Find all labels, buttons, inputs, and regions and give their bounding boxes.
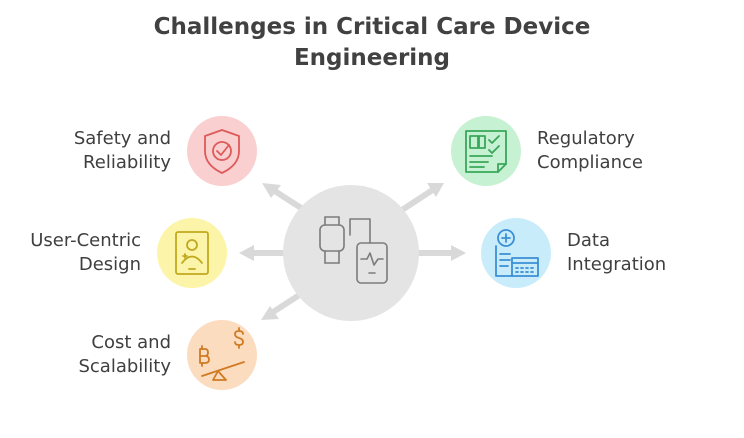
label-safety-line-2: Reliability [83,152,171,173]
label-data-line-1: Data [567,230,610,251]
node-regulatory-compliance [451,116,521,186]
medical-database-icon [495,229,539,277]
title-line-2: Engineering [293,45,451,71]
label-safety-line-1: Safety and [73,128,171,149]
label-cost-line-1: Cost and [91,332,171,353]
shield-check-icon [204,129,240,174]
hub-node [283,185,419,321]
title-line-1: Challenges in Critical Care Device [153,14,591,40]
label-data-integration: Data Integration [567,229,666,277]
label-regulatory-compliance: Regulatory Compliance [537,127,643,175]
label-data-line-2: Integration [567,254,667,275]
checklist-document-icon [465,130,507,173]
diagram-title: Challenges in Critical Care Device Engin… [0,12,744,74]
label-user-centric-line-1: User-Centric [30,230,141,251]
label-user-centric-line-2: Design [78,254,141,275]
node-cost-scalability [187,320,257,390]
medical-devices-icon [319,216,388,284]
label-regulatory-line-1: Regulatory [537,128,635,149]
arrow-to-user-centric [239,245,287,261]
label-safety-reliability: Safety and Reliability [74,127,171,175]
arrow-to-regulatory [399,183,444,213]
label-regulatory-line-2: Compliance [537,152,643,173]
node-user-centric-design [157,218,227,288]
user-badge-icon [175,231,209,275]
node-safety-reliability [187,116,257,186]
label-cost-line-2: Scalability [78,356,171,377]
balance-cost-icon [199,327,245,381]
arrow-to-cost [261,289,307,320]
label-cost-scalability: Cost and Scalability [78,331,171,379]
node-data-integration [481,218,551,288]
label-user-centric-design: User-Centric Design [30,229,141,277]
arrow-to-data-integration [415,245,466,261]
